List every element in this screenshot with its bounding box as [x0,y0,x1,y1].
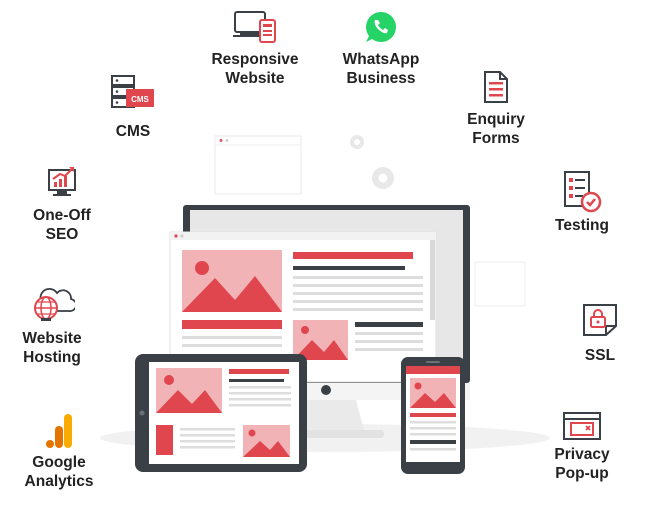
feature-label-line: Hosting [23,349,81,366]
feature-label-line: Privacy [554,446,610,463]
popup-window-icon [562,410,602,442]
feature-label-line: Responsive [211,51,299,68]
google-analytics-icon [44,412,74,450]
globe-cloud-icon [29,283,75,323]
form-document-icon [482,70,510,104]
ssl-lock-icon [580,302,620,338]
tablet-device [135,354,307,472]
feature-label-line: Enquiry [467,111,525,128]
feature-label-line: Testing [555,217,609,234]
feature-label-line: Forms [472,130,520,147]
phone-device [401,357,465,474]
feature-label-line: SEO [45,226,79,243]
feature-ssl: SSL [570,302,630,365]
feature-website-hosting: Website Hosting [12,283,92,367]
feature-label-line: WhatsApp [342,51,420,68]
gear-icon [350,135,364,149]
checklist-icon [562,170,602,214]
cms-server-icon: CMS [110,74,156,112]
feature-label-line: Website [225,70,285,87]
feature-label-line: Pop-up [555,465,609,482]
decorative-window-right [474,261,526,307]
feature-cms: CMS CMS [103,74,163,141]
seo-chart-icon [45,166,79,200]
feature-label-line: Business [346,70,416,87]
gear-icon [372,167,394,189]
feature-one-off-seo: One-Off SEO [22,166,102,244]
feature-testing: Testing [547,170,617,235]
feature-google-analytics: Google Analytics [16,412,102,491]
whatsapp-icon [364,10,398,44]
svg-text:CMS: CMS [131,95,149,104]
feature-enquiry-forms: Enquiry Forms [456,70,536,148]
feature-privacy-popup: Privacy Pop-up [546,410,618,483]
feature-label-line: Analytics [24,473,94,490]
feature-label-line: Google [32,454,86,471]
feature-whatsapp-business: WhatsApp Business [331,10,431,88]
responsive-devices-icon [232,10,278,44]
feature-label-line: Website [22,330,82,347]
feature-responsive-website: Responsive Website [200,10,310,88]
decorative-browser-window [214,135,302,195]
feature-label-line: CMS [115,123,151,140]
feature-label-line: SSL [584,347,616,364]
feature-label-line: One-Off [33,207,91,224]
